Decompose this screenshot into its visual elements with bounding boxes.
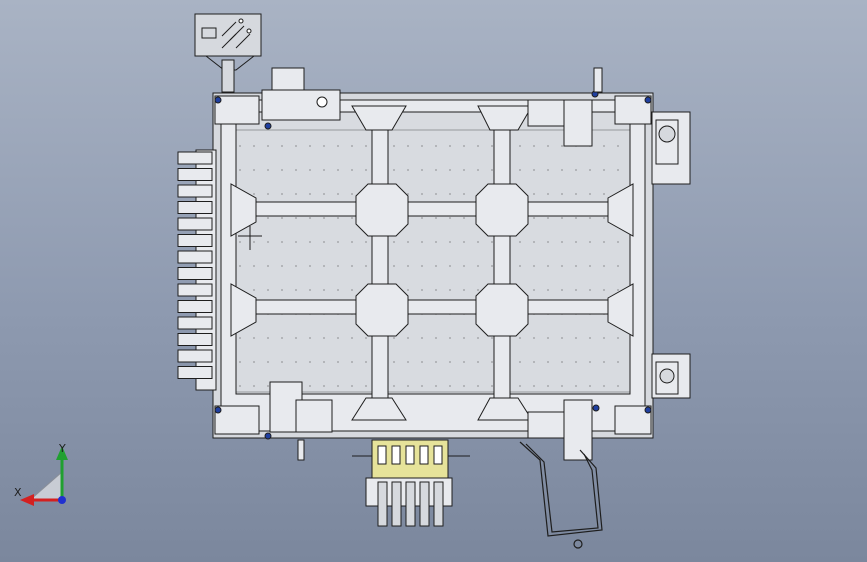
right-motor-units	[651, 111, 691, 399]
axis-x-label: X	[14, 486, 22, 499]
valve-body	[377, 481, 388, 527]
bottom-left-actuator	[269, 381, 333, 461]
cable-connector	[177, 283, 213, 297]
top-right-actuator	[527, 67, 603, 147]
cable-connector	[177, 234, 213, 247]
valve-body	[405, 481, 416, 527]
beam-grid	[230, 105, 634, 421]
bottom-right-actuator	[527, 399, 593, 461]
cable-connector	[177, 250, 213, 264]
top-control-box	[194, 13, 262, 93]
valve-slot	[377, 445, 387, 465]
valve-body	[419, 481, 430, 527]
move-cursor-icon	[238, 226, 262, 250]
valve-slot	[433, 445, 443, 465]
valve-body	[433, 481, 444, 527]
left-connector-bank	[177, 149, 217, 391]
valve-slot	[419, 445, 429, 465]
handle-bar[interactable]	[519, 441, 603, 549]
axis-y-label: Y	[58, 442, 66, 455]
cable-connector	[177, 349, 213, 363]
cable-connector	[177, 168, 213, 181]
bottom-manifold	[352, 439, 470, 527]
top-left-actuator	[261, 67, 341, 121]
cable-connector	[177, 300, 213, 313]
orientation-triad: Y X	[14, 442, 68, 506]
cable-connector	[177, 316, 213, 330]
cable-connector	[177, 217, 213, 231]
valve-slot	[405, 445, 415, 465]
corner-clamps	[214, 90, 652, 440]
cable-connector	[177, 366, 213, 379]
valve-body	[391, 481, 402, 527]
main-frame[interactable]	[212, 92, 654, 439]
valve-slot	[391, 445, 401, 465]
cable-connector	[177, 333, 213, 346]
cable-connector	[177, 267, 213, 280]
cable-connector	[177, 201, 213, 214]
cable-connector	[177, 184, 213, 198]
cable-connector	[177, 151, 213, 165]
